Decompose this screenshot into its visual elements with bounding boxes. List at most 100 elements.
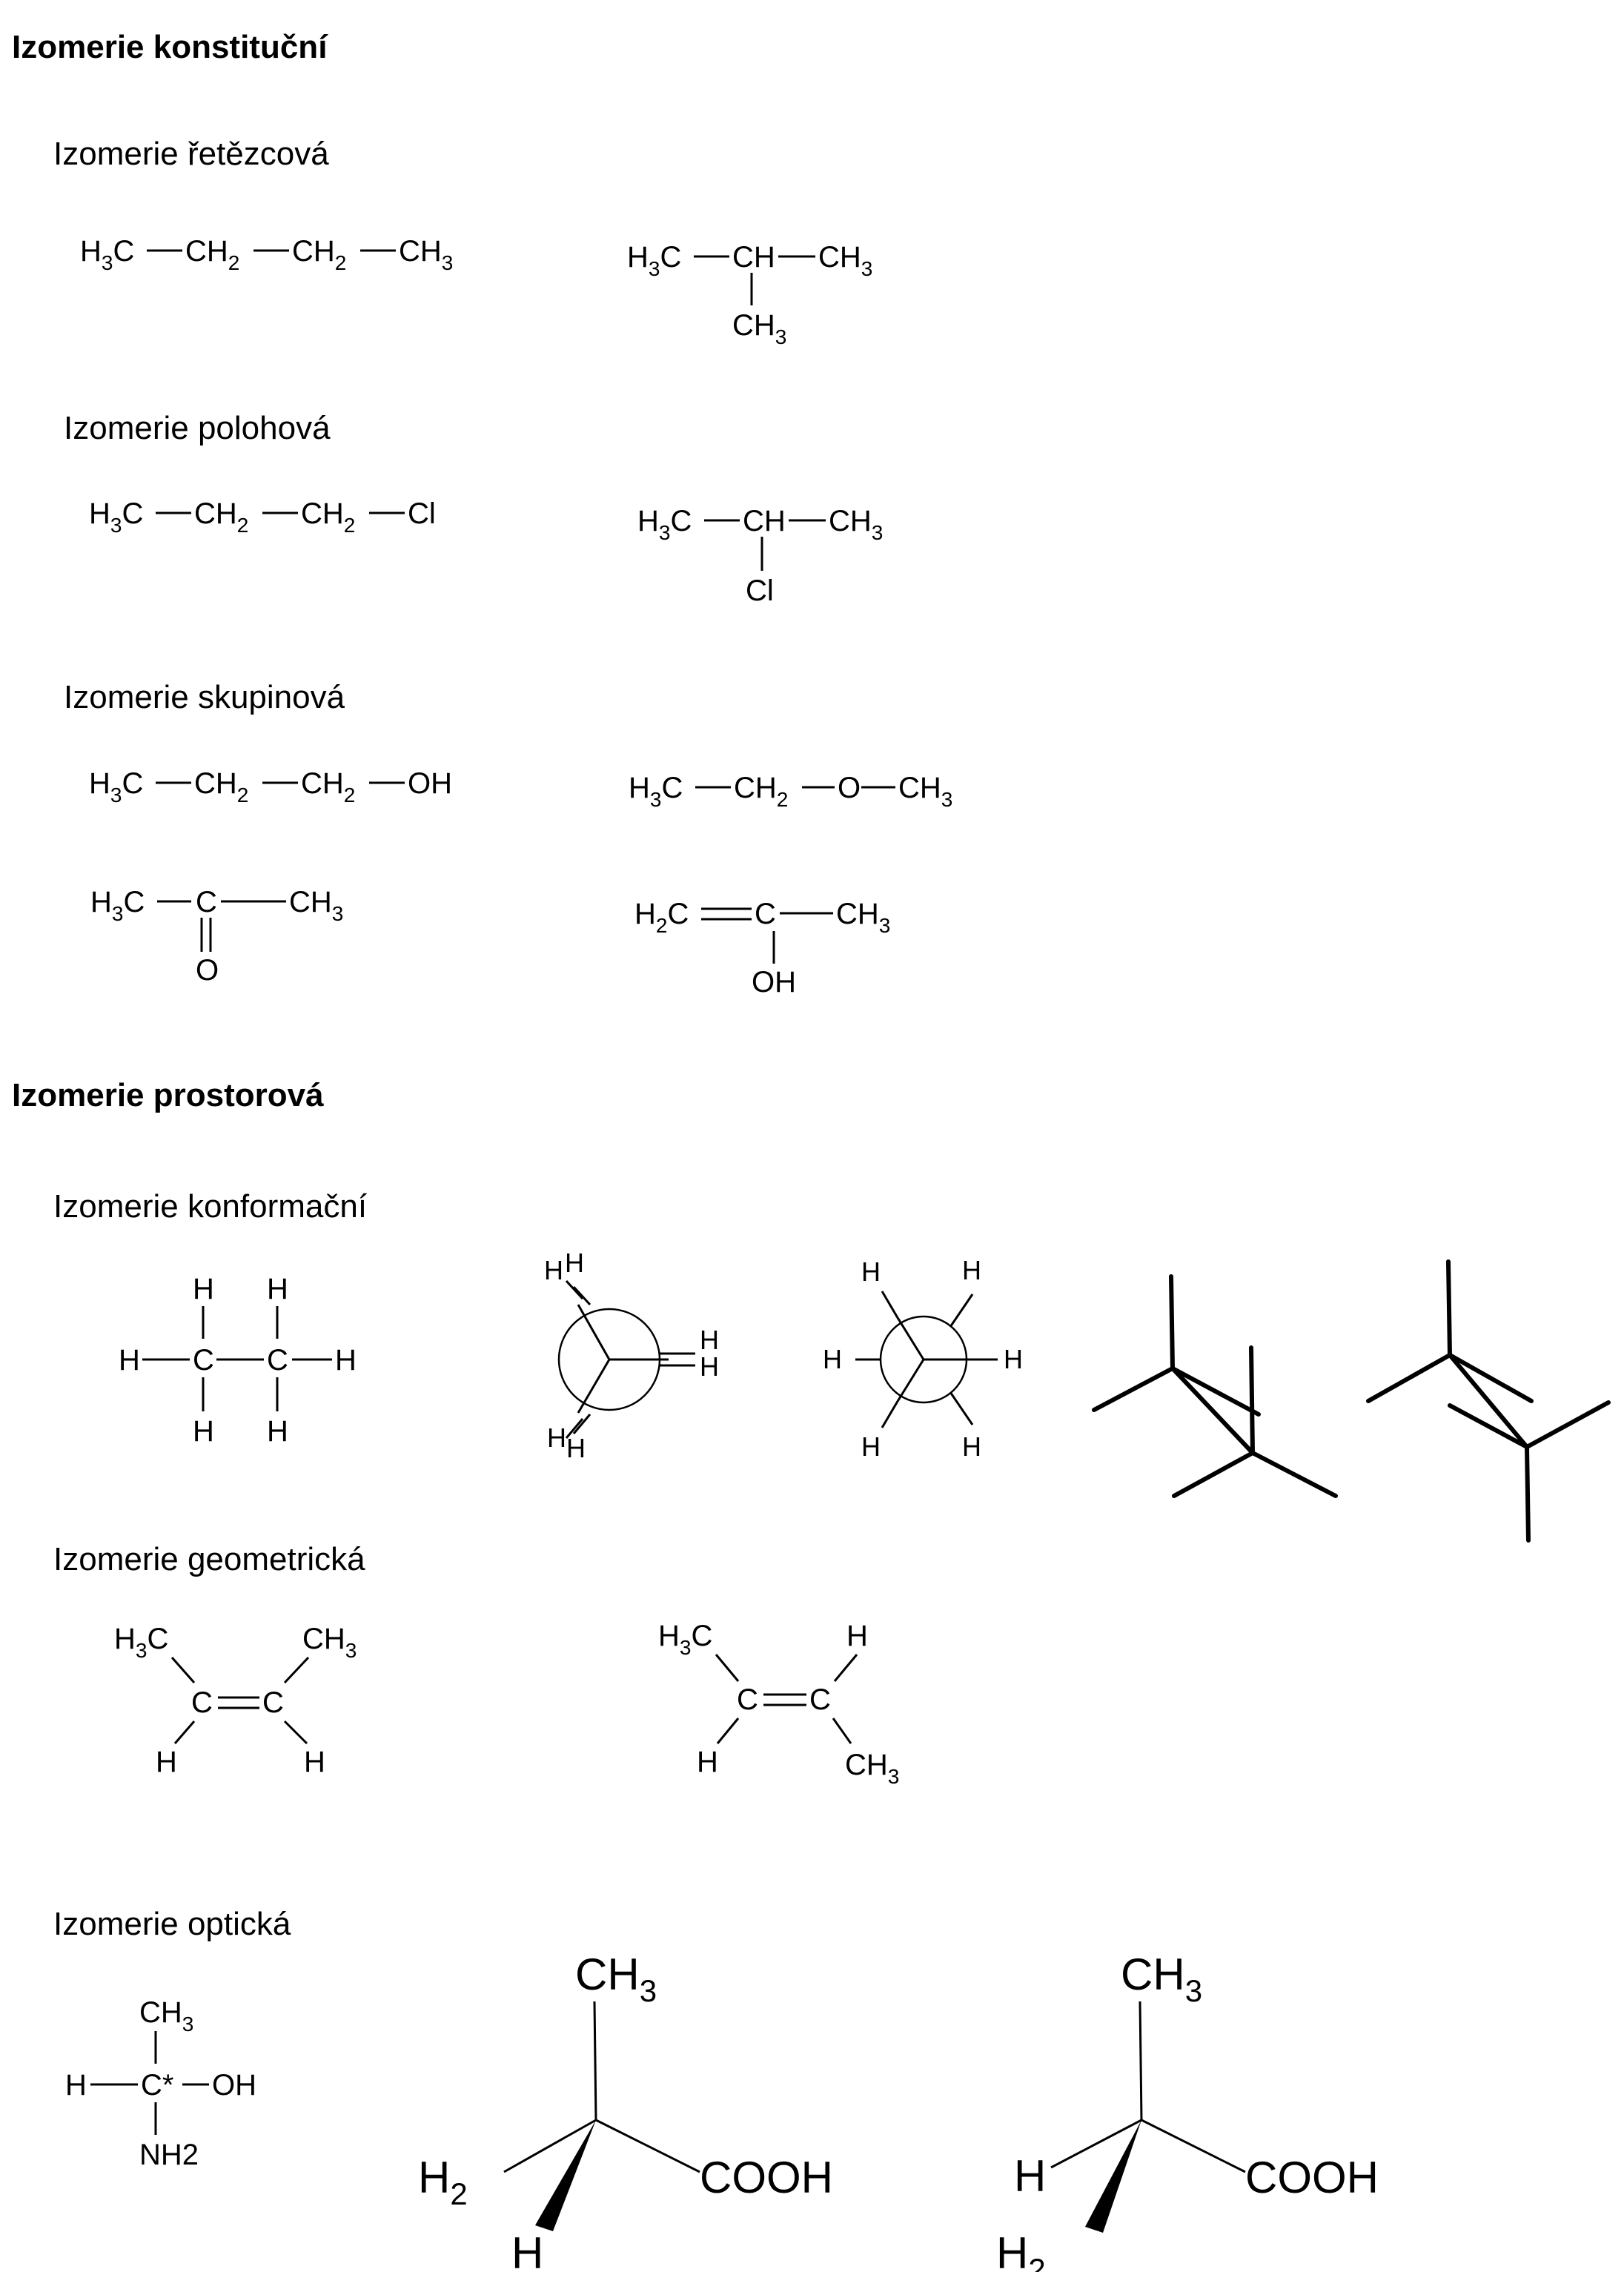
svg-text:H: H	[700, 1351, 719, 1382]
svg-text:O: O	[838, 772, 861, 804]
svg-text:CH3: CH3	[575, 1950, 657, 2008]
ethyl-methyl-ether-formula: H3C CH2 O CH3	[629, 772, 952, 811]
svg-text:CH2: CH2	[301, 497, 355, 537]
svg-text:H: H	[304, 1746, 325, 1778]
svg-text:CH3: CH3	[399, 235, 453, 274]
svg-text:H: H	[544, 1255, 563, 1285]
svg-text:CH3: CH3	[829, 505, 883, 544]
cis-butene: H3C CH3 C C H H	[114, 1623, 357, 1778]
sawhorse-staggered	[1366, 1259, 1611, 1543]
svg-text:H: H	[823, 1344, 842, 1374]
svg-text:CH3: CH3	[302, 1623, 357, 1662]
ethane-structural-formula: H H H C C H H H	[119, 1273, 357, 1448]
svg-text:H: H	[697, 1746, 718, 1778]
svg-text:H: H	[565, 1248, 584, 1278]
svg-text:C: C	[755, 898, 776, 930]
svg-text:H: H	[156, 1746, 177, 1778]
1-chloropropane-formula: H3C CH2 CH2 Cl	[89, 497, 436, 537]
svg-text:CH: CH	[743, 505, 786, 537]
svg-text:H2C: H2C	[634, 898, 689, 937]
newman-eclipsed: H H H H H H	[544, 1248, 719, 1463]
svg-text:H3C: H3C	[89, 497, 143, 537]
heading-constitutional: Izomerie konstituční	[12, 29, 328, 65]
svg-text:C: C	[267, 1344, 288, 1377]
svg-text:CH3: CH3	[836, 898, 890, 937]
svg-text:H: H	[566, 1433, 586, 1463]
svg-text:H: H	[511, 2228, 543, 2272]
subheading-optical: Izomerie optická	[53, 1906, 291, 1942]
svg-text:H: H	[193, 1273, 214, 1305]
svg-text:H: H	[119, 1344, 140, 1377]
svg-text:H: H	[962, 1431, 981, 1462]
svg-text:H2C: H2C	[418, 2153, 500, 2211]
svg-text:H2COOH: H2COOH	[996, 2228, 1179, 2272]
svg-text:CH2: CH2	[185, 235, 239, 274]
svg-text:H: H	[65, 2069, 87, 2102]
svg-text:H: H	[267, 1273, 288, 1305]
svg-text:CH2: CH2	[194, 767, 248, 807]
svg-text:Cl: Cl	[408, 497, 436, 530]
svg-text:C*: C*	[141, 2069, 173, 2102]
svg-text:CH3: CH3	[1121, 1950, 1202, 2008]
svg-text:CH: CH	[732, 241, 775, 274]
alanine-enantiomer-2: CH3 H COOH H2COOH	[996, 1950, 1379, 2272]
svg-text:C: C	[809, 1683, 831, 1716]
svg-text:H: H	[1014, 2151, 1046, 2201]
svg-text:H3C: H3C	[637, 505, 692, 544]
2-chloropropane-formula: H3C CH CH3 Cl	[637, 505, 883, 607]
trans-butene: H3C H C C H CH3	[658, 1620, 899, 1788]
svg-text:H3C: H3C	[90, 886, 145, 925]
svg-text:COOH: COOH	[700, 2153, 833, 2202]
butane-formula: H3C CH2 CH2 CH3	[80, 235, 453, 274]
svg-text:C: C	[191, 1686, 213, 1719]
svg-text:H3C: H3C	[658, 1620, 712, 1659]
wedge-bond	[1085, 2120, 1141, 2233]
svg-text:H3C: H3C	[80, 235, 134, 274]
svg-text:H: H	[1004, 1344, 1023, 1374]
svg-text:H3C: H3C	[89, 767, 143, 807]
svg-text:CH3: CH3	[139, 1996, 193, 2036]
svg-text:H3C: H3C	[629, 772, 683, 811]
svg-text:H: H	[962, 1255, 981, 1285]
svg-text:CH3: CH3	[845, 1749, 899, 1788]
svg-text:CH3: CH3	[818, 241, 872, 280]
svg-text:H3C: H3C	[627, 241, 681, 280]
subheading-position: Izomerie polohová	[64, 410, 331, 446]
chiral-center-formula: CH3 H C* OH NH2	[65, 1996, 256, 2171]
sawhorse-eclipsed	[1092, 1274, 1338, 1498]
newman-staggered: H H H H H H	[823, 1255, 1023, 1462]
svg-text:H: H	[547, 1423, 566, 1453]
svg-text:C: C	[262, 1686, 284, 1719]
svg-text:H: H	[700, 1325, 719, 1355]
enol-formula: H2C C CH3 OH	[634, 898, 890, 998]
svg-text:H3C: H3C	[114, 1623, 168, 1662]
svg-text:C: C	[737, 1683, 758, 1716]
svg-text:H: H	[193, 1415, 214, 1448]
svg-text:CH3: CH3	[898, 772, 952, 811]
svg-text:H: H	[861, 1256, 881, 1287]
svg-text:CH2: CH2	[301, 767, 355, 807]
propanol-formula: H3C CH2 CH2 OH	[89, 767, 452, 807]
svg-text:OH: OH	[212, 2069, 256, 2102]
svg-text:H: H	[335, 1344, 357, 1377]
acetone-formula: H3C C CH3 O	[90, 886, 343, 987]
svg-text:CH2: CH2	[734, 772, 788, 811]
svg-text:H: H	[846, 1620, 868, 1652]
svg-text:CH2: CH2	[292, 235, 346, 274]
svg-text:NH2: NH2	[139, 2139, 199, 2171]
svg-text:OH: OH	[408, 767, 452, 800]
subheading-conformational: Izomerie konformační	[53, 1188, 368, 1225]
heading-spatial: Izomerie prostorová	[12, 1077, 324, 1113]
alanine-enantiomer-1: CH3 H2C H H COOH	[418, 1950, 833, 2272]
svg-text:H: H	[861, 1431, 881, 1462]
wedge-bond	[535, 2120, 596, 2231]
svg-text:CH3: CH3	[732, 309, 786, 348]
svg-text:CH2: CH2	[194, 497, 248, 537]
svg-text:Cl: Cl	[746, 574, 774, 607]
svg-text:H: H	[267, 1415, 288, 1448]
svg-text:OH: OH	[752, 966, 796, 998]
subheading-chain: Izomerie řetězcová	[53, 136, 329, 172]
svg-text:C: C	[196, 886, 217, 918]
svg-text:COOH: COOH	[1245, 2153, 1379, 2202]
